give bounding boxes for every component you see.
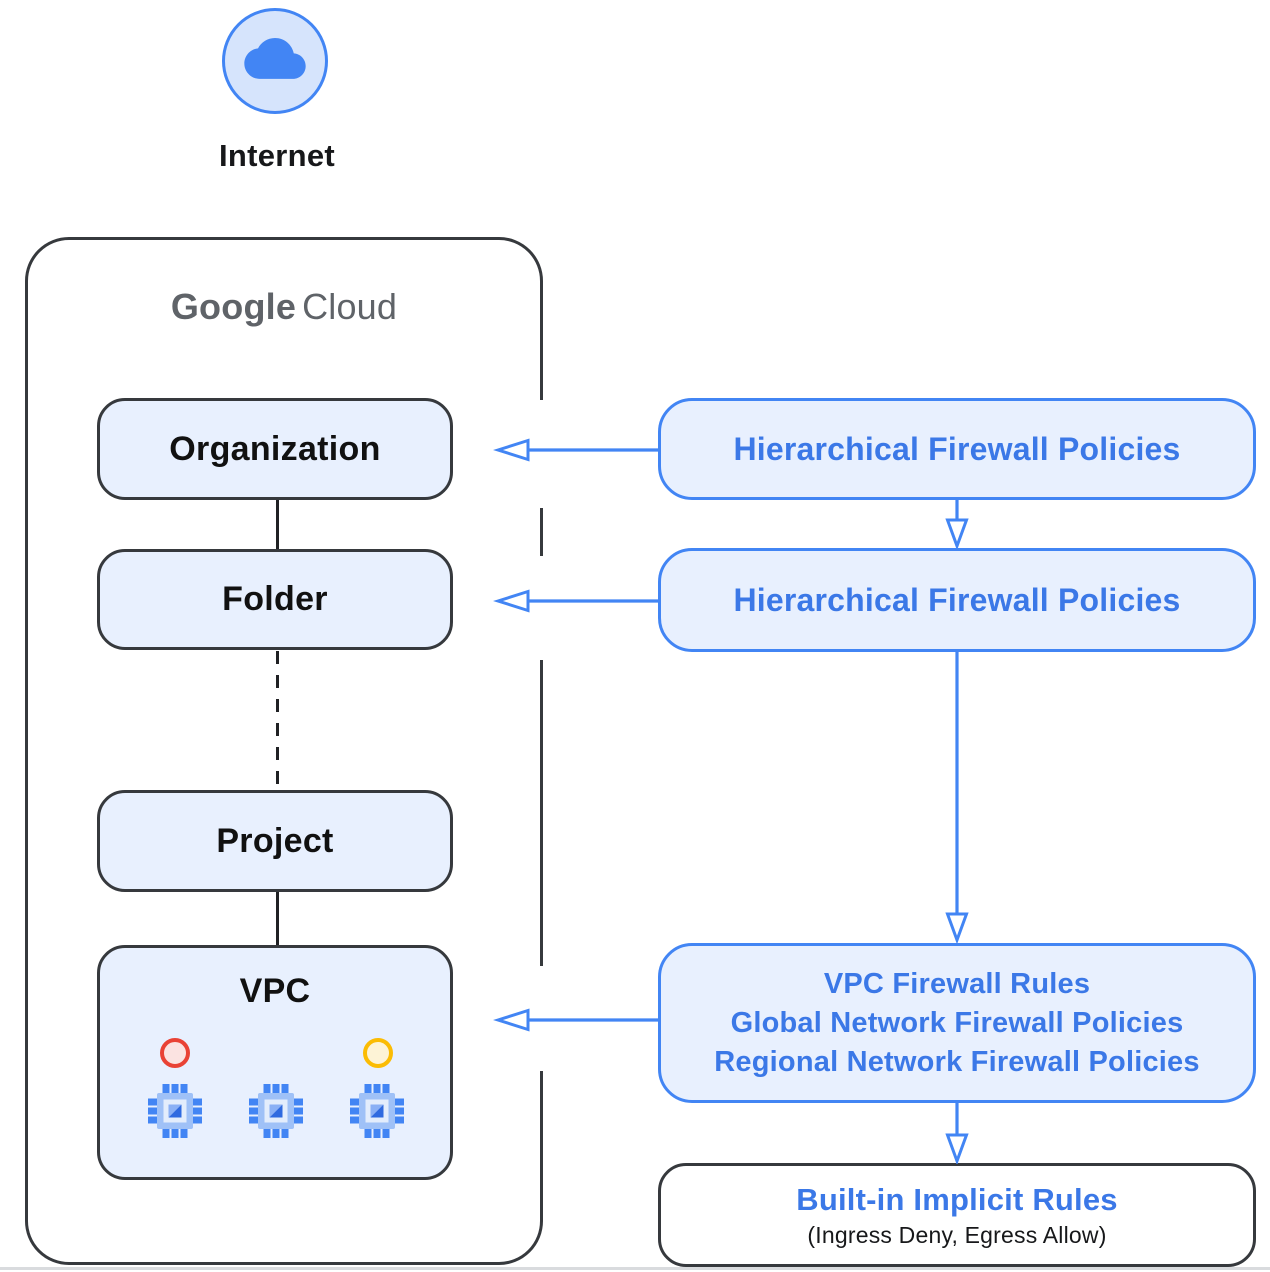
project-node: Project (97, 790, 453, 892)
vpc-firewall-rules-line: VPC Firewall Rules (823, 967, 1091, 1000)
arrow-hfp-to-folder (493, 589, 658, 613)
folder-label: Folder (222, 580, 328, 618)
connector-folder-project-dashed (276, 651, 279, 790)
brand-cloud: Cloud (302, 286, 398, 327)
organization-node: Organization (97, 398, 453, 500)
vpc-node: VPC (97, 945, 453, 1180)
hfp-folder-label: Hierarchical Firewall Policies (733, 581, 1181, 618)
hfp-org-label: Hierarchical Firewall Policies (733, 430, 1181, 467)
hierarchical-firewall-policies-org-box: Hierarchical Firewall Policies (658, 398, 1256, 500)
organization-label: Organization (169, 429, 381, 468)
vpc-label: VPC (239, 972, 311, 1010)
compute-engine-icon (249, 1084, 303, 1138)
builtin-rules-title: Built-in Implicit Rules (796, 1181, 1118, 1217)
project-label: Project (216, 821, 334, 860)
arrow-network-policies-to-vpc (493, 1008, 658, 1032)
network-firewall-policies-box: VPC Firewall Rules Global Network Firewa… (658, 943, 1256, 1103)
yellow-status-dot (363, 1038, 393, 1068)
connector-project-vpc (276, 892, 279, 945)
connector-org-folder (276, 500, 279, 549)
arrow-network-policies-to-builtin (945, 1103, 969, 1164)
brand-google: Google (170, 286, 297, 327)
arrow-hfp-org-to-hfp-folder (945, 500, 969, 549)
border-gap (531, 400, 549, 508)
internet-node (222, 8, 328, 114)
arrow-hfp-to-organization (493, 438, 658, 462)
border-gap (531, 556, 549, 660)
screen-bottom-edge (0, 1267, 1270, 1270)
compute-engine-icon (350, 1084, 404, 1138)
builtin-implicit-rules-box: Built-in Implicit Rules (Ingress Deny, E… (658, 1163, 1256, 1267)
red-status-dot (160, 1038, 190, 1068)
cloud-icon (244, 38, 306, 79)
builtin-rules-subtitle: (Ingress Deny, Egress Allow) (807, 1221, 1107, 1248)
folder-node: Folder (97, 549, 453, 650)
compute-engine-icon (148, 1084, 202, 1138)
global-network-policies-line: Global Network Firewall Policies (730, 1006, 1184, 1039)
arrow-hfp-folder-to-network-policies (945, 652, 969, 943)
hierarchical-firewall-policies-folder-box: Hierarchical Firewall Policies (658, 548, 1256, 652)
regional-network-policies-line: Regional Network Firewall Policies (714, 1045, 1200, 1078)
internet-label: Internet (218, 138, 336, 173)
